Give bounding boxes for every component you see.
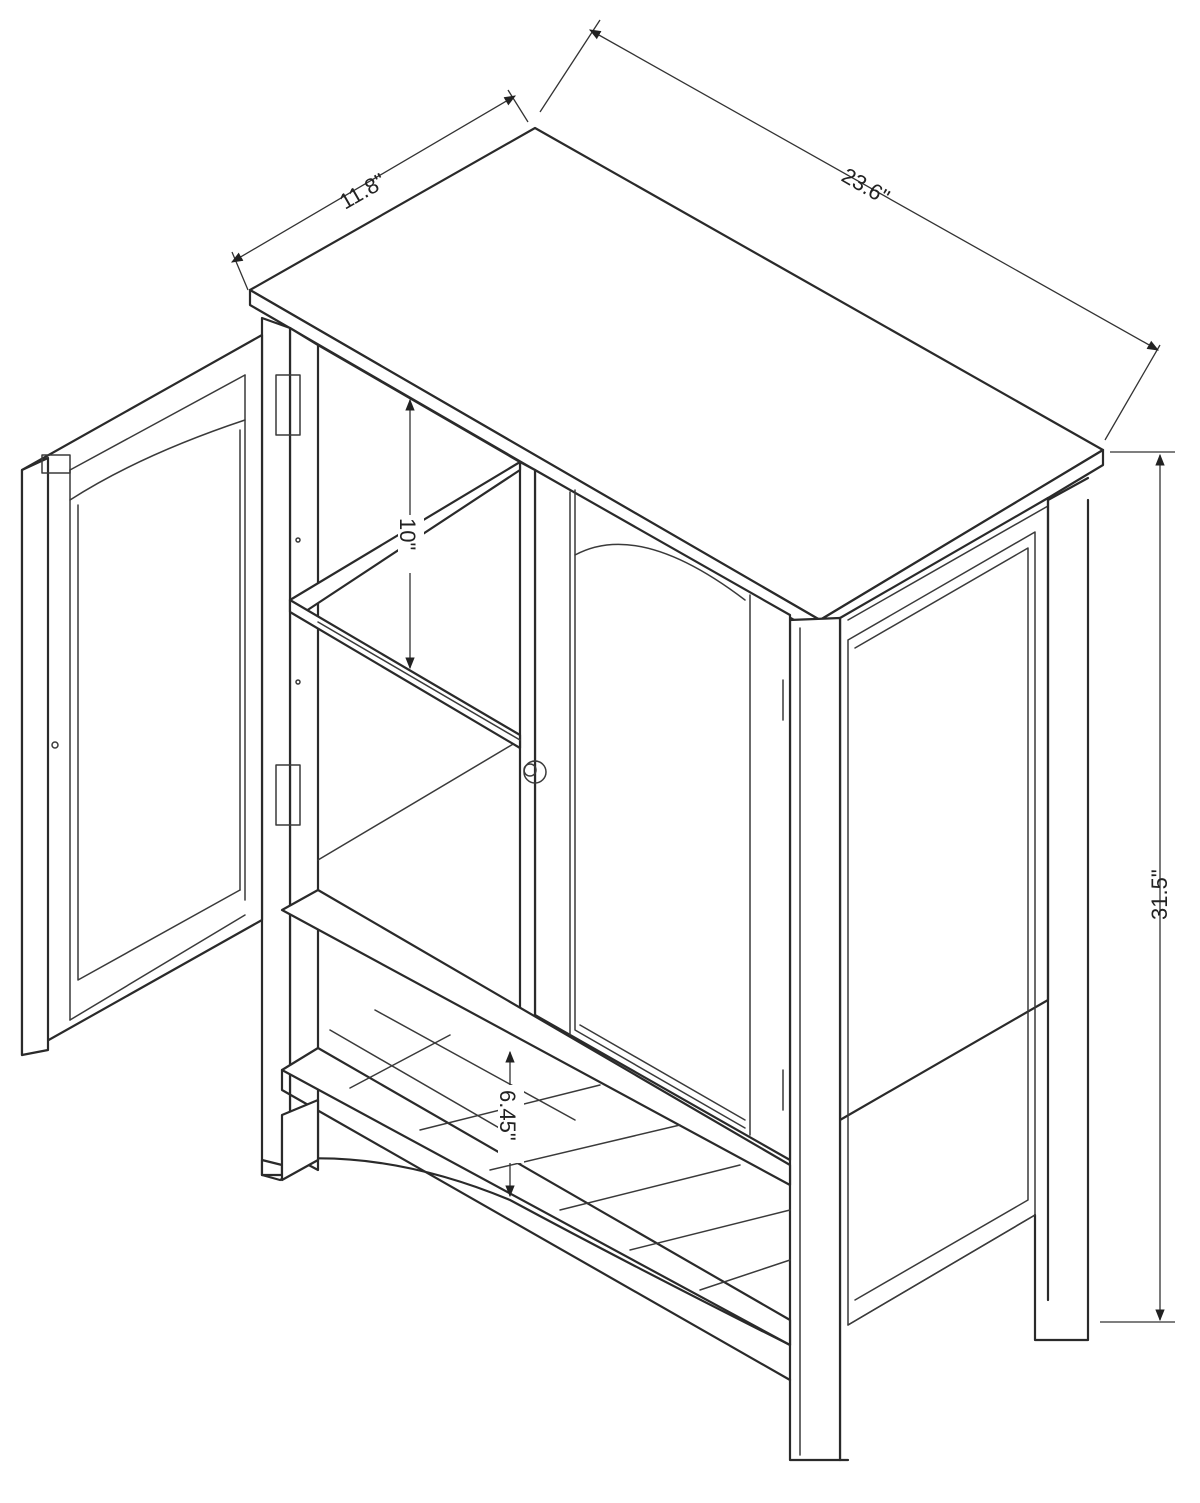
shelf-slat [329, 1029, 521, 1141]
left-stile [260, 316, 522, 1182]
depth-label: 11.8" [335, 168, 390, 214]
cabinet [248, 126, 1105, 1462]
width-label: 23.6" [838, 163, 894, 210]
right-door [533, 468, 792, 1162]
height-label: 31.5" [1147, 869, 1172, 920]
shelf-slat [559, 1164, 741, 1211]
lower-hinge [275, 764, 301, 826]
left-front-leg [260, 1098, 320, 1182]
right-side-panel [838, 476, 1090, 1462]
upper-hinge [275, 374, 301, 436]
shelf-slat [699, 1259, 791, 1291]
shelf-gap-label: 10" [395, 518, 420, 550]
shelf-slat [629, 1209, 791, 1251]
dimension-shelf-gap: 10" [395, 398, 424, 670]
dimension-height: 31.5" [1100, 451, 1175, 1323]
shelf-slat [349, 1034, 451, 1089]
bottom-shelf [280, 888, 792, 1382]
door-latch [41, 454, 71, 474]
bottom-gap-label: 6.45" [495, 1090, 520, 1141]
dimension-bottom-gap: 6.45" [495, 1050, 524, 1198]
right-front-stile [788, 616, 842, 1462]
left-door [20, 333, 264, 1057]
shelf-slat [374, 1009, 576, 1121]
